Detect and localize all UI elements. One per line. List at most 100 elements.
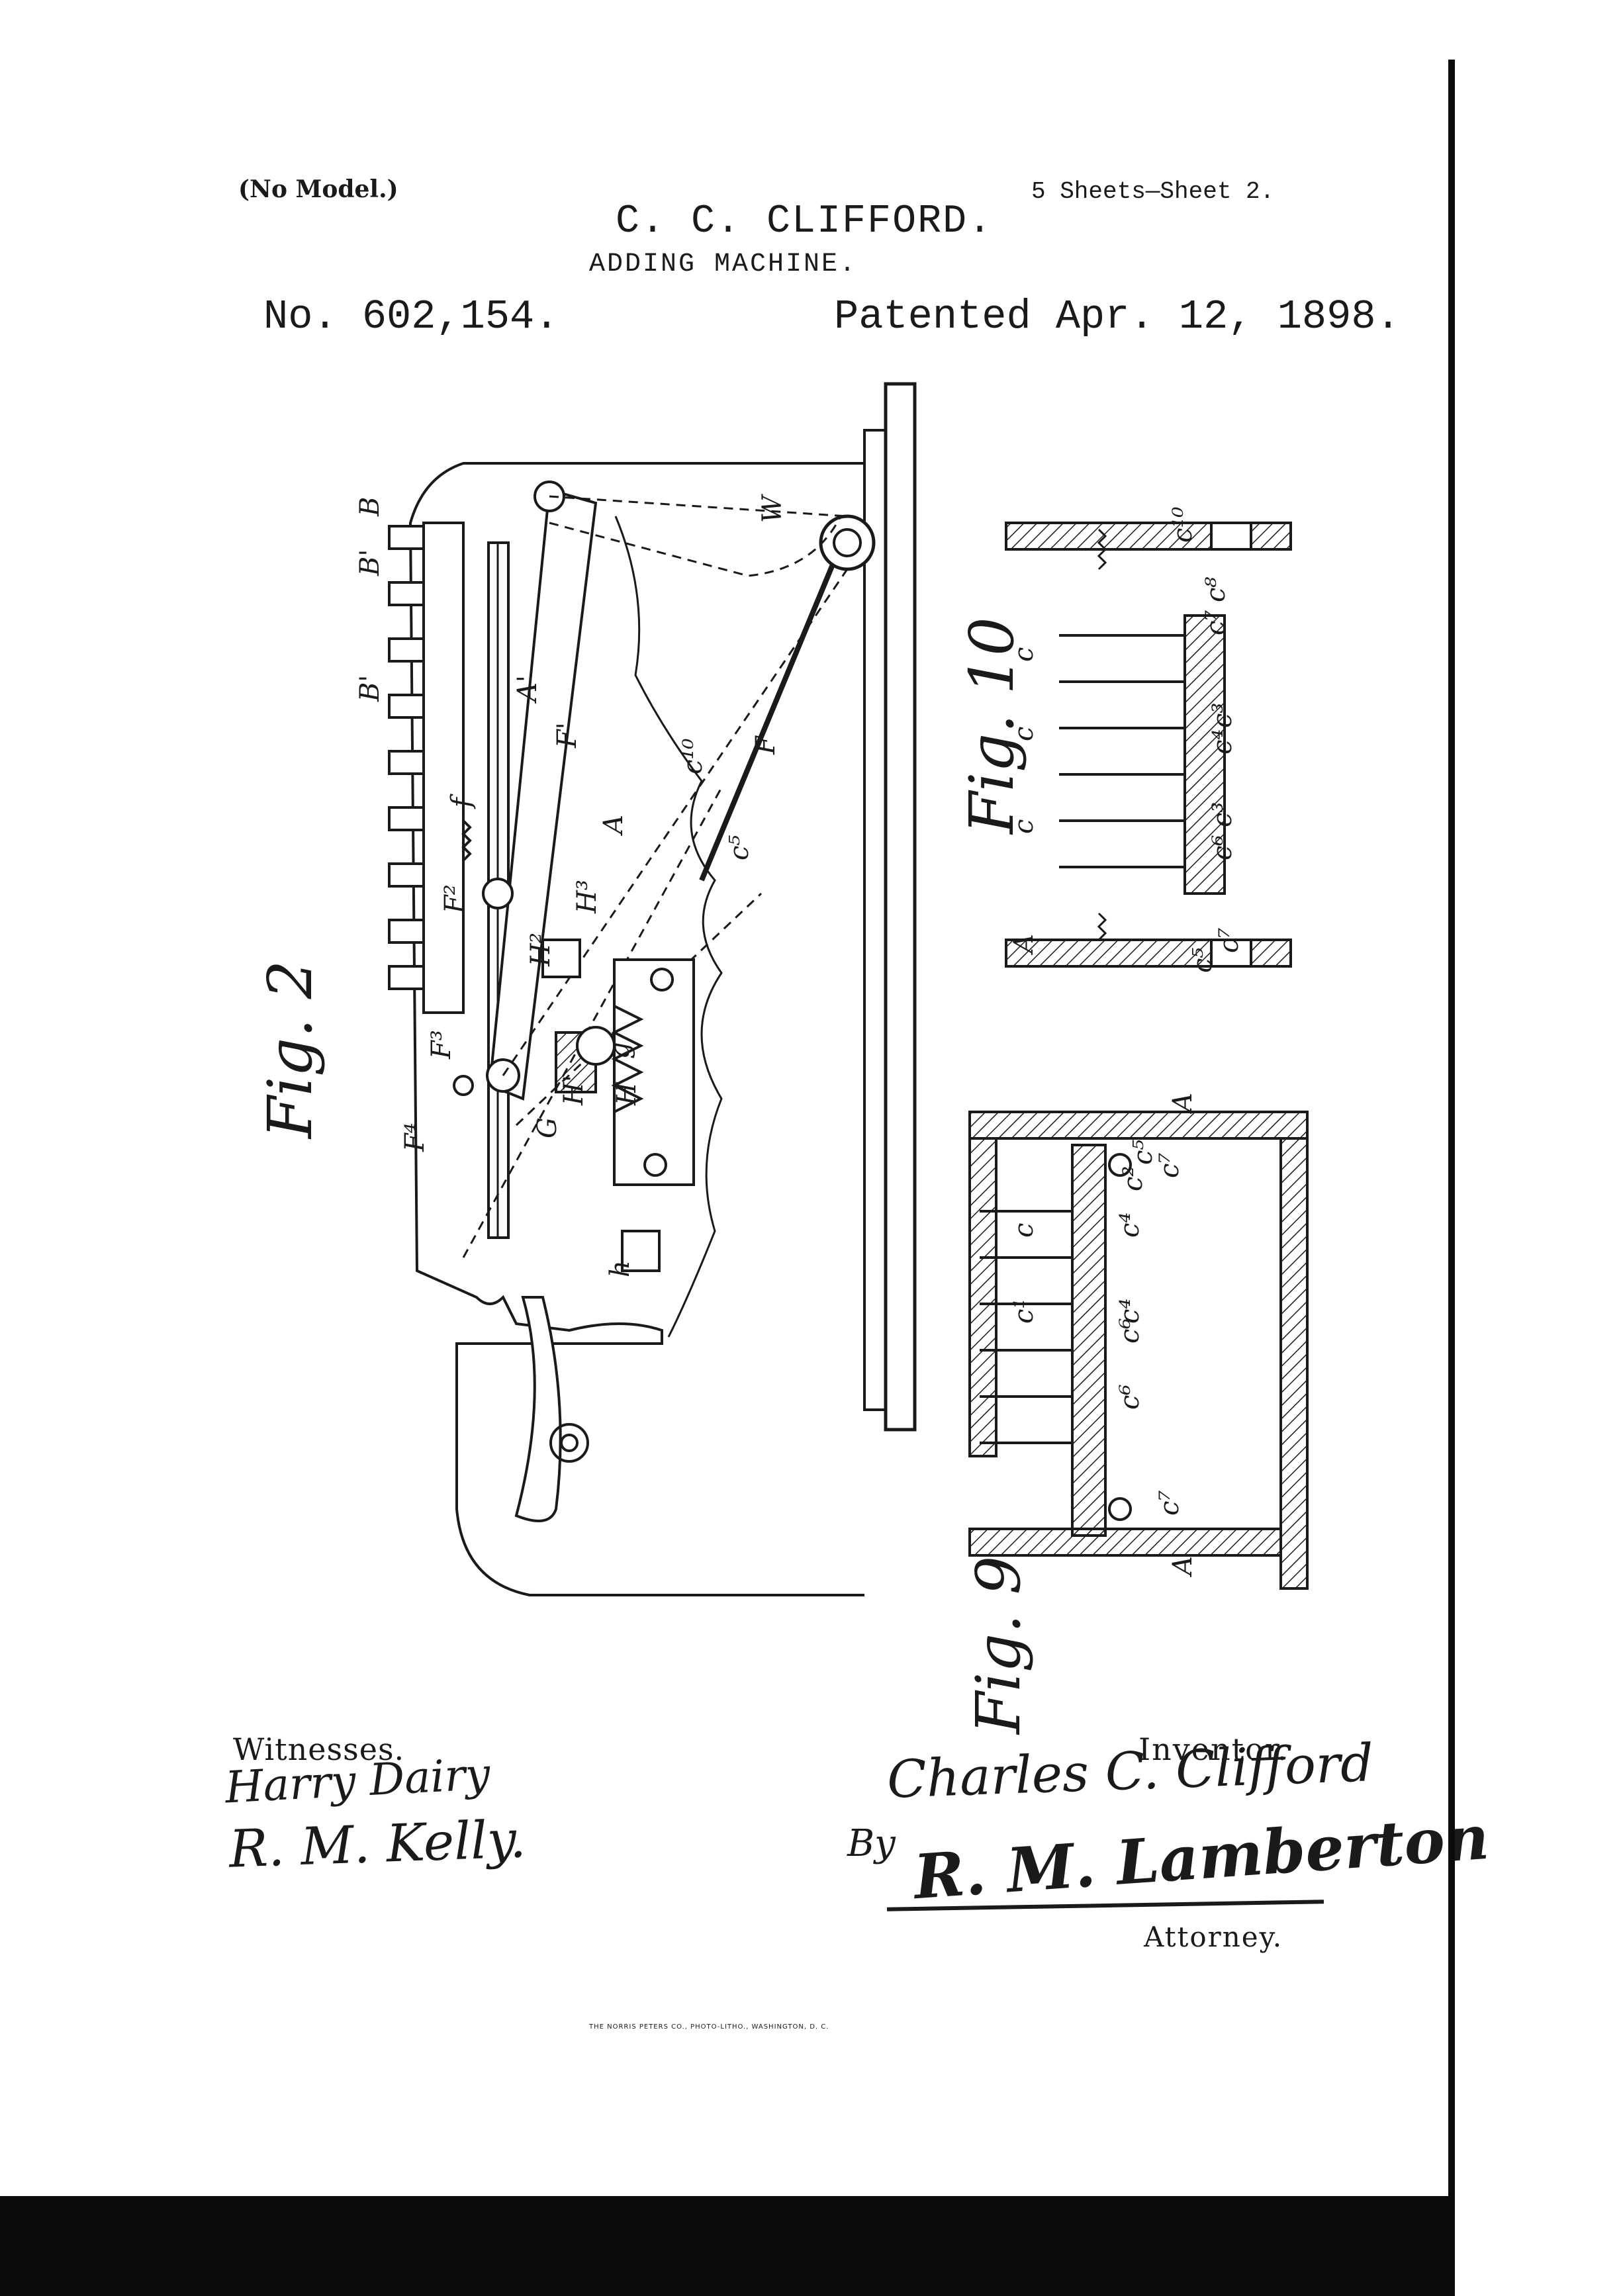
patent-number: No. 602,154. bbox=[263, 293, 559, 340]
fig10-drawing bbox=[1005, 522, 1292, 968]
fig10-ref-letter: c⁷ bbox=[1214, 928, 1244, 953]
fig2-ref-letter: G bbox=[532, 1117, 563, 1138]
fig2-rack-teeth bbox=[611, 1005, 644, 1113]
fig10-ref-letter: c bbox=[1009, 647, 1039, 662]
fig2-ref-letter: F bbox=[751, 735, 781, 755]
fig9-ref-letter: c⁴ bbox=[1115, 1213, 1145, 1238]
fig10-fingers bbox=[1059, 634, 1185, 868]
fig9-roller-bottom bbox=[1108, 1497, 1132, 1521]
fig9-drawing bbox=[968, 1111, 1309, 1590]
fig2-ref-letter: h bbox=[605, 1260, 635, 1277]
witness-1-signature: Harry Dairy bbox=[224, 1748, 492, 1814]
fig2-base-plate bbox=[884, 382, 917, 1432]
fig10-ref-letter: c bbox=[1009, 819, 1039, 834]
fig2-ref-letter: B' bbox=[355, 675, 385, 702]
fig9-ref-letter: A bbox=[1168, 1093, 1198, 1115]
fig2-pivot-f2 bbox=[482, 878, 514, 909]
attorney-label: Attorney. bbox=[1144, 1921, 1283, 1953]
fig9-ref-letter: c⁵ bbox=[1128, 1140, 1158, 1165]
fig10-ref-letter: c⁴ bbox=[1207, 729, 1238, 755]
printer-credit: THE NORRIS PETERS CO., PHOTO-LITHO., WAS… bbox=[589, 2023, 829, 2031]
fig9-ref-letter: A bbox=[1168, 1556, 1198, 1578]
fig10-ref-letter: c⁶ bbox=[1207, 835, 1238, 860]
sheet-count: 5 Sheets—Sheet 2. bbox=[1031, 178, 1275, 205]
fig9-ref-letter: c bbox=[1009, 1223, 1039, 1238]
fig2-ref-letter: B bbox=[355, 497, 385, 517]
fig10-ref-letter: c³ bbox=[1207, 703, 1238, 728]
fig2-pivot-right-inner bbox=[833, 528, 862, 557]
patented-date: Patented Apr. 12, 1898. bbox=[834, 293, 1401, 340]
inventor-name-heading: C. C. CLIFFORD. bbox=[616, 199, 994, 244]
fig10-bracket-bottom bbox=[1210, 939, 1252, 968]
fig9-ref-letter: c² bbox=[1118, 1166, 1148, 1191]
fig2-keys bbox=[388, 525, 425, 990]
fig2-ref-letter: F⁴ bbox=[400, 1123, 430, 1152]
fig2-ref-letter: F' bbox=[552, 722, 582, 749]
fig2-ref-letter: A bbox=[598, 815, 629, 837]
fig9-bottom-plate bbox=[968, 1528, 1282, 1557]
fig9-ref-letter: c⁶ bbox=[1115, 1318, 1145, 1344]
fig9-center-bar bbox=[1071, 1144, 1107, 1537]
fig9-top-plate bbox=[968, 1111, 1309, 1140]
fig10-ref-letter: c⁷ bbox=[1201, 610, 1231, 635]
fig9-pins bbox=[980, 1210, 1072, 1444]
witness-2-signature: R. M. Kelly. bbox=[228, 1810, 527, 1880]
fig10-ref-letter: c bbox=[1009, 727, 1039, 741]
fig9-ref-letter: c¹ bbox=[1009, 1299, 1039, 1324]
fig2-rack-screw bbox=[650, 968, 674, 991]
fig2-ref-letter: f bbox=[446, 794, 477, 809]
fig2-key-bank bbox=[422, 522, 465, 1014]
by-signature: By bbox=[847, 1822, 896, 1865]
invention-title: ADDING MACHINE. bbox=[589, 250, 858, 279]
fig2-ref-letter: H bbox=[612, 1081, 642, 1106]
fig2-dashed-path bbox=[462, 495, 849, 1258]
fig2-pawl-h3 bbox=[621, 1230, 661, 1272]
fig2-back-block bbox=[863, 429, 887, 1411]
fig2-breakout bbox=[614, 516, 723, 1338]
fig10-ref-letter: c³ bbox=[1207, 802, 1238, 827]
fig2-pivot-right bbox=[819, 514, 876, 571]
fig2-ref-letter: F² bbox=[440, 884, 470, 914]
fig9-ref-letter: c⁷ bbox=[1154, 1153, 1185, 1178]
fig10-springs bbox=[1097, 528, 1107, 941]
fig2-casing bbox=[408, 462, 864, 1596]
fig2-ref-letter: B' bbox=[355, 549, 385, 576]
scan-edge-right bbox=[1448, 60, 1455, 2296]
fig9-side-left bbox=[968, 1137, 997, 1457]
fig2-drawing bbox=[388, 382, 917, 1596]
fig2-rack-screw-2 bbox=[643, 1153, 667, 1177]
fig2-lever-f bbox=[699, 528, 850, 882]
fig2-rack bbox=[613, 958, 695, 1186]
fig9-ref-letter: c⁷ bbox=[1154, 1491, 1185, 1516]
inventor-label: Inventor. bbox=[1138, 1731, 1289, 1767]
fig10-ref-letter: c⁵ bbox=[1187, 948, 1218, 973]
fig2-pawl-pivot bbox=[576, 1026, 616, 1066]
fig2-ref-letter: A' bbox=[512, 675, 543, 704]
fig2-handle bbox=[514, 1296, 562, 1522]
witnesses-label: Witnesses. bbox=[233, 1731, 405, 1767]
fig9-ref-letter: c⁴ bbox=[1115, 1299, 1145, 1324]
fig2-ref-letter: H³ bbox=[572, 880, 602, 914]
fig2-label: Fig. 2 bbox=[255, 960, 326, 1140]
fig2-ref-letter: g bbox=[605, 1042, 635, 1059]
fig9-ref-letter: c⁶ bbox=[1115, 1385, 1145, 1410]
fig9-roller-top bbox=[1108, 1153, 1132, 1177]
fig2-ref-letter: W bbox=[757, 494, 788, 523]
fig9-label: Fig. 9 bbox=[963, 1556, 1034, 1735]
fig2-ref-letter: H² bbox=[526, 933, 556, 967]
fig2-handle-knob-inner bbox=[560, 1434, 579, 1452]
fig10-ref-letter: c¹⁰ bbox=[1168, 507, 1198, 543]
fig10-bracket-top bbox=[1210, 522, 1252, 551]
fig10-label: Fig. 10 bbox=[956, 617, 1027, 835]
fig10-ref-letter: c⁸ bbox=[1201, 577, 1231, 602]
fig10-comb-bar bbox=[1183, 614, 1226, 895]
fig2-ref-letter: H' bbox=[559, 1075, 589, 1106]
fig2-ref-letter: c¹⁰ bbox=[678, 739, 708, 774]
fig2-pivot-f3 bbox=[453, 1075, 474, 1096]
fig2-handle-knob bbox=[549, 1423, 589, 1463]
scan-edge-bottom bbox=[0, 2196, 1455, 2296]
fig2-ref-letter: c⁵ bbox=[724, 835, 755, 860]
fig2-pawl-h2 bbox=[541, 939, 581, 978]
